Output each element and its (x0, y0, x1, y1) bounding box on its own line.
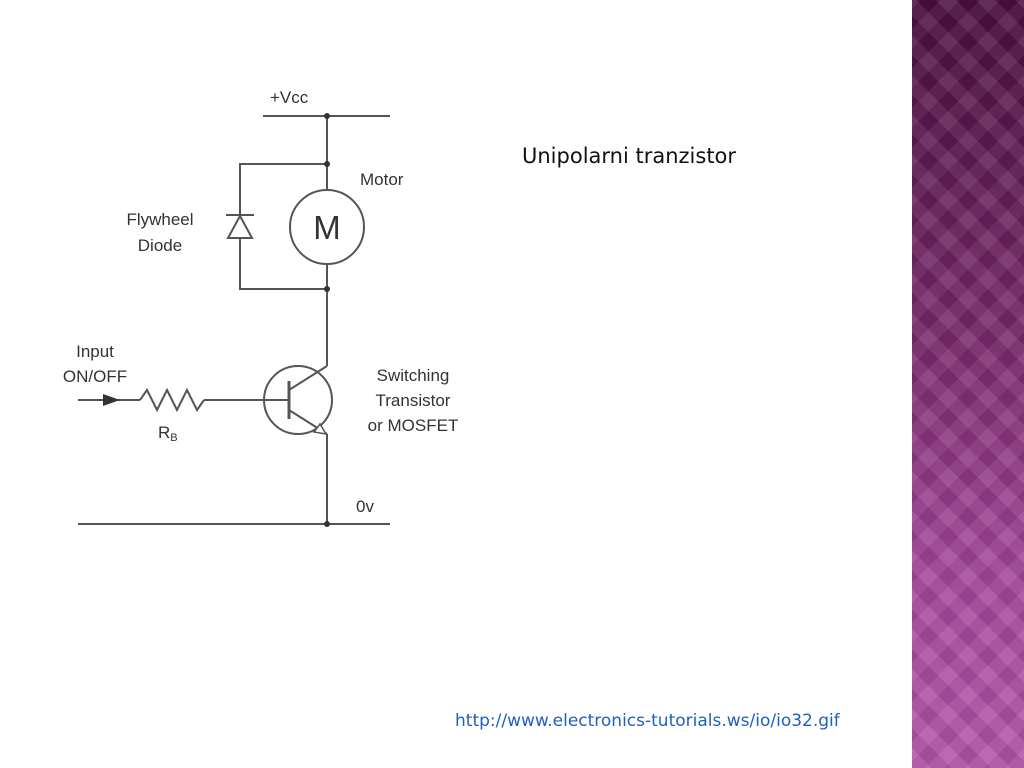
label-resistor-sub: B (170, 432, 177, 444)
label-input-line2: ON/OFF (63, 367, 127, 386)
label-flywheel-line1: Flywheel (126, 210, 193, 229)
source-link[interactable]: http://www.electronics-tutorials.ws/io/i… (455, 711, 840, 731)
junction-dot-vcc (324, 113, 330, 119)
label-resistor: RB (158, 423, 178, 444)
slide-title: Unipolarni tranzistor (522, 144, 737, 168)
label-motor: Motor (360, 170, 404, 189)
label-switch-line3: or MOSFET (368, 416, 459, 435)
label-switch-line1: Switching (377, 366, 450, 385)
label-flywheel-line2: Diode (138, 236, 182, 255)
label-switch-line2: Transistor (376, 391, 451, 410)
label-vcc: +Vcc (270, 88, 309, 107)
flywheel-diode-symbol (226, 213, 254, 239)
decorative-side-band (912, 0, 1024, 768)
junction-dot-diode-top (324, 161, 330, 167)
junction-dot-ground (324, 521, 330, 527)
input-arrow-icon (103, 394, 120, 406)
label-resistor-main: R (158, 423, 170, 442)
label-ground: 0v (356, 497, 374, 516)
emitter-arrow-icon (312, 422, 328, 436)
label-motor-symbol: M (313, 209, 341, 246)
junction-dot-diode-bottom (324, 286, 330, 292)
transistor-collector (288, 365, 328, 391)
circuit-diagram: +Vcc Motor M Flywheel Diode Input ON/OFF… (63, 88, 459, 527)
label-input-line1: Input (76, 342, 114, 361)
resistor-rb (139, 387, 205, 413)
